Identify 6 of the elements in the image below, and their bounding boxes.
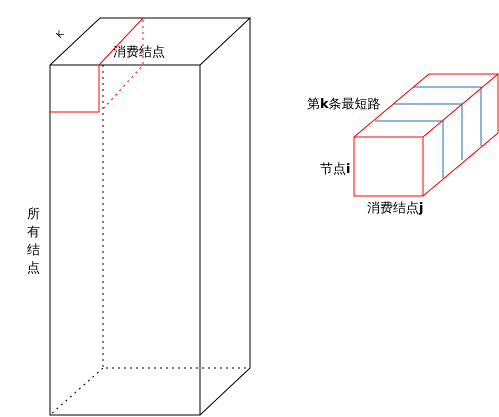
path-label: 第k条最短路	[307, 97, 381, 112]
side-label: 所有结点	[27, 206, 41, 278]
face-label: 消费结点j	[367, 201, 424, 216]
rotated-label: K	[54, 28, 68, 43]
node-label: 节点i	[320, 162, 350, 177]
face-label: 消费结点	[113, 45, 165, 60]
